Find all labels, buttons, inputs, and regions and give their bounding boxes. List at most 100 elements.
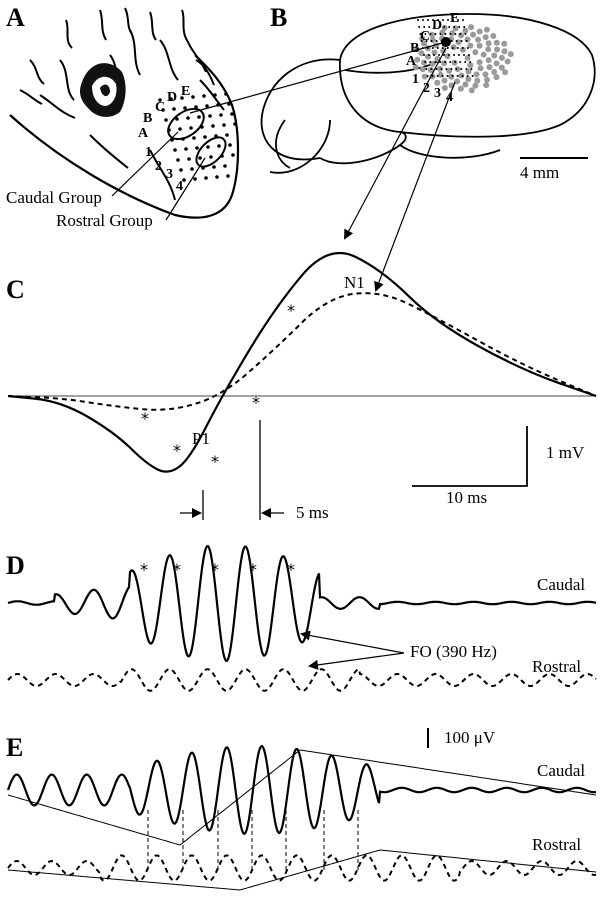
panel-label-e: E xyxy=(6,733,23,762)
electrode-dot xyxy=(186,116,190,120)
recording-site xyxy=(475,36,482,43)
electrode-dot xyxy=(230,112,234,116)
panel-d-rostral-trace xyxy=(7,667,597,692)
recording-site xyxy=(419,35,426,42)
recording-site xyxy=(465,68,472,75)
grid-dot xyxy=(417,19,419,21)
recording-site xyxy=(483,26,490,33)
panel-e-rostral-slow-trace xyxy=(7,849,597,891)
grid-dot xyxy=(419,33,422,35)
recording-site xyxy=(480,51,487,58)
recording-site xyxy=(441,77,448,84)
electrode-dot xyxy=(182,178,186,182)
peak-p1-label: P1 xyxy=(192,429,210,448)
panel-b-recording-area xyxy=(412,24,514,94)
recording-site xyxy=(434,79,441,86)
grid-dot xyxy=(463,54,465,56)
grid-b-row-d: D xyxy=(432,18,442,33)
grid-dot xyxy=(430,68,433,70)
recording-site xyxy=(486,64,493,71)
grid-dot xyxy=(424,33,427,35)
electrode-dot xyxy=(231,153,235,157)
grid-dot xyxy=(427,19,429,21)
panel-e-caudal-slow-trace xyxy=(7,749,597,846)
grid-dot xyxy=(448,54,450,56)
grid-dot xyxy=(456,75,459,77)
grid-dot xyxy=(438,26,441,28)
connector-a-b xyxy=(189,41,447,114)
caudal-group-label: Caudal Group xyxy=(6,188,102,207)
panel-d-fo-annotation: FO (390 Hz) xyxy=(410,642,497,661)
recording-site xyxy=(468,87,475,94)
recording-site xyxy=(468,24,475,31)
star-marker: * xyxy=(249,560,257,579)
recording-site xyxy=(414,56,421,63)
electrode-dot xyxy=(161,108,165,112)
recording-site xyxy=(490,33,497,39)
caudal-group-ellipse xyxy=(167,107,205,141)
grid-dot xyxy=(469,61,472,63)
recording-site xyxy=(482,71,489,78)
grid-dot xyxy=(455,68,458,70)
electrode-dot xyxy=(176,158,180,162)
latency-label: 5 ms xyxy=(296,503,329,522)
recording-site xyxy=(441,60,448,67)
recording-site xyxy=(493,39,500,46)
electrode-dot xyxy=(194,105,198,109)
grid-dot xyxy=(464,33,467,35)
star-marker: * xyxy=(287,301,295,320)
fo-arrow-caudal xyxy=(300,630,405,654)
electrode-dot xyxy=(191,95,195,99)
grid-dot xyxy=(452,19,454,21)
electrode-dot xyxy=(222,123,226,127)
grid-dot xyxy=(444,33,447,35)
panel-e-rostral-trace xyxy=(7,854,597,882)
recording-site xyxy=(460,46,466,53)
recording-site xyxy=(491,69,498,75)
recording-site xyxy=(483,82,490,89)
fo-arrow-rostral xyxy=(308,652,405,670)
panel-e-alignment-lines xyxy=(147,810,359,870)
electrode-dot xyxy=(183,106,187,110)
panel-b-electrode-grid xyxy=(417,19,474,77)
grid-dot xyxy=(428,54,430,56)
panel-e-amp-scale: 100 μV xyxy=(444,728,496,747)
panel-b-scale-label: 4 mm xyxy=(520,163,559,182)
electrode-dot xyxy=(190,167,194,171)
recording-site xyxy=(485,40,492,47)
panel-a-brain-section xyxy=(9,7,240,219)
grid-dot xyxy=(450,40,453,42)
grid-dot xyxy=(445,40,448,42)
recording-site xyxy=(502,69,509,76)
recording-site xyxy=(464,55,471,61)
panel-e-caudal-label: Caudal xyxy=(537,761,585,780)
recording-site xyxy=(465,76,472,83)
panel-e-rostral-label: Rostral xyxy=(532,835,581,854)
electrode-dot xyxy=(189,126,193,130)
panel-a-dark-structure xyxy=(80,63,126,117)
panel-c-amp-scale: 1 mV xyxy=(546,443,585,462)
panel-label-c: C xyxy=(6,275,25,304)
grid-dot xyxy=(425,68,428,70)
panel-c-scale-bar xyxy=(412,426,528,487)
star-marker: * xyxy=(211,452,219,471)
star-marker: * xyxy=(140,560,148,579)
recording-site xyxy=(458,72,465,79)
arrow-to-n1-solid xyxy=(344,47,447,240)
grid-dot xyxy=(439,61,442,63)
recording-site xyxy=(507,51,514,58)
grid-dot xyxy=(449,33,452,35)
grid-dot xyxy=(449,61,452,63)
grid-dot xyxy=(438,54,440,56)
electrode-dot xyxy=(225,133,229,137)
grid-dot xyxy=(454,33,457,35)
grid-dot xyxy=(447,19,449,21)
grid-dot xyxy=(442,19,444,21)
electrode-dot xyxy=(164,118,168,122)
grid-dot xyxy=(431,47,434,49)
panel-d-caudal-label: Caudal xyxy=(537,575,585,594)
recording-site xyxy=(412,64,419,71)
electrode-dot xyxy=(184,147,188,151)
recording-site xyxy=(425,53,431,60)
recording-site xyxy=(491,52,498,59)
